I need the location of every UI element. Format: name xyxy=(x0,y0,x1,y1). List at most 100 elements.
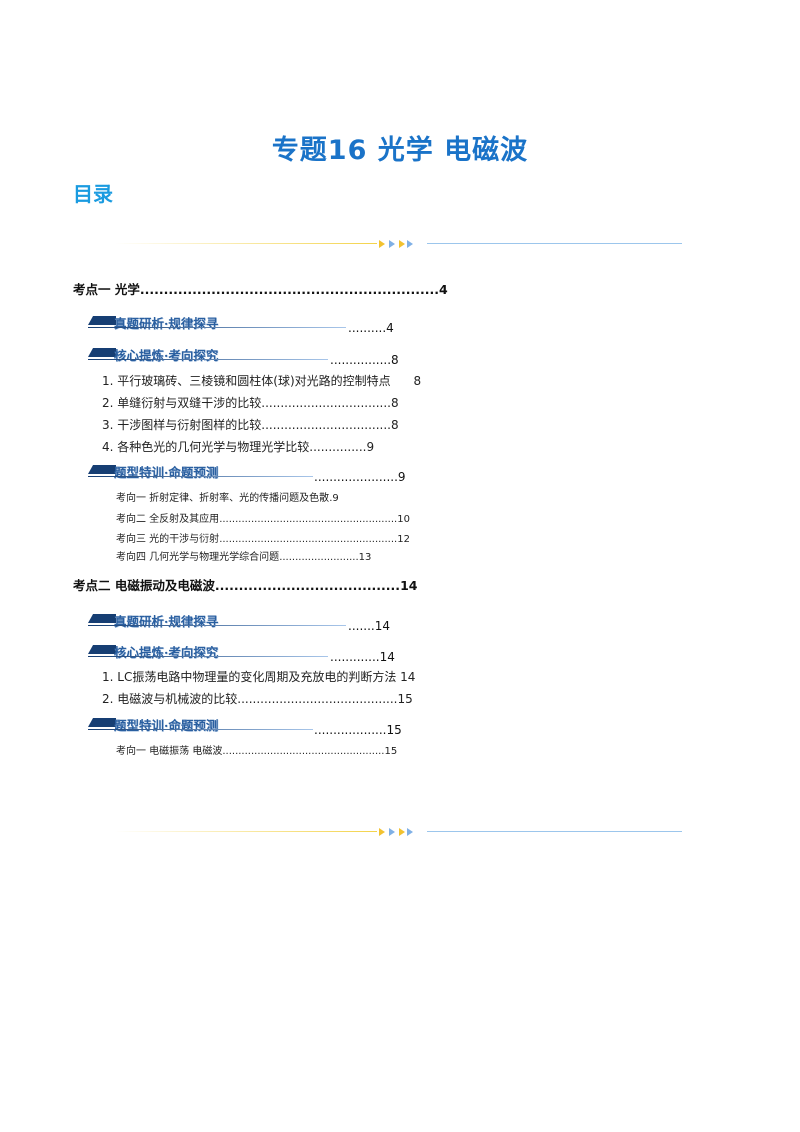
banner-label: 题型特训·命题预测 xyxy=(114,465,219,480)
toc-banner-kp2-b1[interactable]: 真题研析·规律探寻 xyxy=(88,612,346,629)
divider-line-right xyxy=(427,243,682,244)
toc-leader-dots: .................................. xyxy=(261,396,391,410)
toc-page: 4 xyxy=(439,282,448,297)
toc-entry-kp1-s1[interactable]: 1. 平行玻璃砖、三棱镜和圆柱体(球)对光路的控制特点 8 xyxy=(102,373,421,389)
divider-top xyxy=(115,239,682,249)
banner-underline xyxy=(88,476,313,477)
banner-bar-icon xyxy=(88,614,116,623)
toc-entry-label: 2. 电磁波与机械波的比较 xyxy=(102,692,238,706)
toc-entry-kp1-s4[interactable]: 4. 各种色光的几何光学与物理光学比较...............9 xyxy=(102,439,374,455)
toc-leader-dots: .......... xyxy=(348,321,387,335)
banner-bar-icon xyxy=(88,465,116,474)
arrow-right-icon xyxy=(379,240,413,248)
toc-entry-label: 考点一 光学 xyxy=(73,282,140,297)
banner-bar-icon xyxy=(88,316,116,325)
toc-page-number: ......................9 xyxy=(314,469,406,485)
toc-entry-kp1-d4[interactable]: 考向四 几何光学与物理光学综合问题.......................… xyxy=(116,550,371,566)
toc-entry-kp2-s2[interactable]: 2. 电磁波与机械波的比较...........................… xyxy=(102,691,413,707)
toc-page-number: .............14 xyxy=(330,649,395,665)
banner-label: 核心提炼·考向探究 xyxy=(114,348,219,363)
toc-heading: 目录 xyxy=(73,182,113,206)
toc-page-number: .......14 xyxy=(348,618,390,634)
banner-underline xyxy=(88,359,328,360)
toc-leader-dots: ........................................… xyxy=(219,534,398,545)
toc-page: 8 xyxy=(413,374,422,388)
toc-leader-dots: ................... xyxy=(314,723,387,737)
divider-line-left xyxy=(115,243,377,244)
toc-page: 14 xyxy=(374,619,390,633)
toc-page: 12 xyxy=(397,534,410,545)
toc-leader-dots: ....................................... xyxy=(214,578,401,593)
toc-page: 4 xyxy=(386,321,394,335)
toc-leader-dots: ...................... xyxy=(314,470,398,484)
banner-bar-icon xyxy=(88,645,116,654)
divider-bottom xyxy=(115,827,682,837)
toc-page-number: ................8 xyxy=(330,352,399,368)
toc-entry-label: 考向三 光的干涉与衍射 xyxy=(116,534,220,545)
toc-page: 15 xyxy=(384,746,398,757)
toc-page: 9 xyxy=(332,493,339,504)
toc-entry-label: 考向一 电磁振荡 电磁波 xyxy=(116,746,223,757)
banner-bar-icon xyxy=(88,348,116,357)
toc-page: 10 xyxy=(397,514,410,525)
toc-entry-kp2[interactable]: 考点二 电磁振动及电磁波............................… xyxy=(73,578,417,594)
page-title: 专题16 光学 电磁波 xyxy=(271,135,529,166)
toc-banner-kp2-b2[interactable]: 核心提炼·考向探究 xyxy=(88,643,328,660)
toc-entry-kp1-s2[interactable]: 2. 单缝衍射与双缝干涉的比较.........................… xyxy=(102,395,399,411)
toc-page: 9 xyxy=(397,470,406,484)
toc-banner-kp2-b3[interactable]: 题型特训·命题预测 xyxy=(88,716,313,733)
toc-leader-dots: ........................................… xyxy=(237,692,398,706)
toc-page: 15 xyxy=(397,692,413,706)
banner-underline xyxy=(88,729,313,730)
toc-entry-kp2-d1[interactable]: 考向一 电磁振荡 电磁波............................… xyxy=(116,744,397,760)
banner-label: 真题研析·规律探寻 xyxy=(114,316,219,331)
toc-entry-label: 4. 各种色光的几何光学与物理光学比较 xyxy=(102,440,310,454)
toc-banner-kp1-b1[interactable]: 真题研析·规律探寻 xyxy=(88,314,346,331)
toc-entry-label: 考向四 几何光学与物理光学综合问题 xyxy=(116,552,280,563)
toc-entry-label: 2. 单缝衍射与双缝干涉的比较 xyxy=(102,396,262,410)
toc-leader-dots: ........................................… xyxy=(139,282,440,297)
toc-page: 13 xyxy=(358,552,372,563)
toc-leader-dots: ........................................… xyxy=(219,514,398,525)
toc-entry-kp1-d1[interactable]: 考向一 折射定律、折射率、光的传播问题及色散.9 xyxy=(116,491,339,507)
toc-page: 14 xyxy=(400,578,418,593)
toc-leader-dots: ................ xyxy=(330,353,392,367)
toc-entry-label: 3. 干涉图样与衍射图样的比较 xyxy=(102,418,262,432)
toc-leader-dots: ............... xyxy=(309,440,367,454)
arrow-right-icon xyxy=(379,828,413,836)
toc-leader-dots: .................................. xyxy=(261,418,391,432)
toc-page: 15 xyxy=(386,723,402,737)
toc-page: 8 xyxy=(390,418,399,432)
toc-entry-label: 1. 平行玻璃砖、三棱镜和圆柱体(球)对光路的控制特点 xyxy=(102,374,391,388)
banner-underline xyxy=(88,625,346,626)
divider-line-right xyxy=(427,831,682,832)
banner-underline xyxy=(88,656,328,657)
toc-entry-label: 1. LC振荡电路中物理量的变化周期及充放电的判断方法 xyxy=(102,670,397,684)
toc-leader-dots: ....... xyxy=(348,619,375,633)
divider-line-left xyxy=(115,831,377,832)
toc-page: 8 xyxy=(390,396,399,410)
toc-entry-label: 考点二 电磁振动及电磁波 xyxy=(73,578,215,593)
toc-page-number: ..........4 xyxy=(348,320,394,336)
toc-banner-kp1-b2[interactable]: 核心提炼·考向探究 xyxy=(88,346,328,363)
toc-leader-dots: ......................... xyxy=(279,552,359,563)
banner-label: 题型特训·命题预测 xyxy=(114,718,219,733)
banner-bar-icon xyxy=(88,718,116,727)
toc-page: 8 xyxy=(391,353,399,367)
toc-entry-kp1[interactable]: 考点一 光学..................................… xyxy=(73,282,448,298)
banner-label: 核心提炼·考向探究 xyxy=(114,645,219,660)
toc-page: 14 xyxy=(400,670,416,684)
toc-entry-label: 考向二 全反射及其应用 xyxy=(116,514,220,525)
toc-entry-kp2-s1[interactable]: 1. LC振荡电路中物理量的变化周期及充放电的判断方法 14 xyxy=(102,669,415,685)
banner-label: 真题研析·规律探寻 xyxy=(114,614,219,629)
toc-entry-label: 考向一 折射定律、折射率、光的传播问题及色散 xyxy=(116,493,330,504)
toc-page-number: ...................15 xyxy=(314,722,402,738)
toc-banner-kp1-b3[interactable]: 题型特训·命题预测 xyxy=(88,463,313,480)
toc-leader-dots: ............. xyxy=(330,650,380,664)
toc-entry-kp1-s3[interactable]: 3. 干涉图样与衍射图样的比较.........................… xyxy=(102,417,399,433)
toc-leader-dots: ........................................… xyxy=(222,746,385,757)
toc-entry-kp1-d3[interactable]: 考向三 光的干涉与衍射.............................… xyxy=(116,532,410,548)
banner-underline xyxy=(88,327,346,328)
toc-leader-dots: . xyxy=(329,493,333,504)
toc-entry-kp1-d2[interactable]: 考向二 全反射及其应用.............................… xyxy=(116,512,410,528)
